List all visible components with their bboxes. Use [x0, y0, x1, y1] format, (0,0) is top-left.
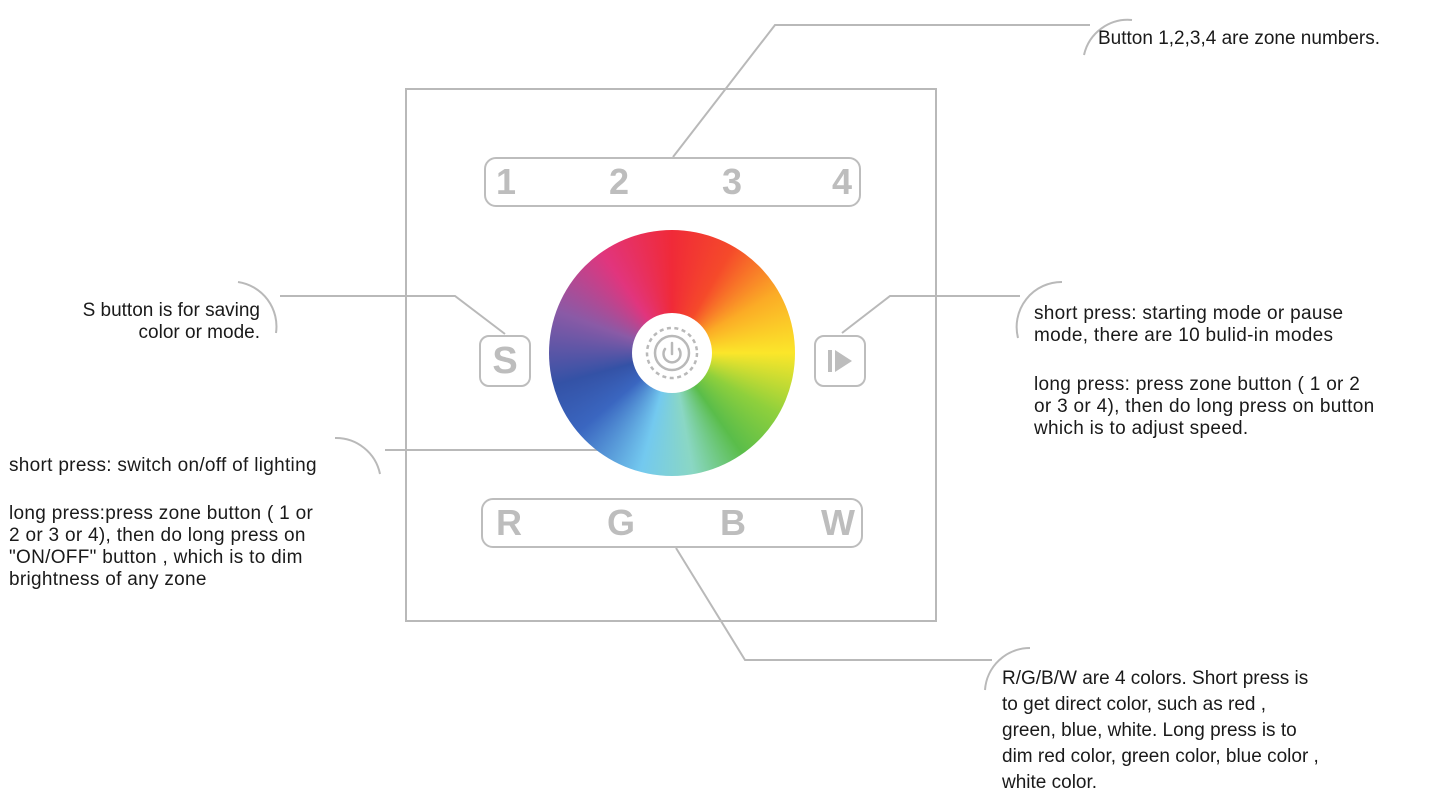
- color-button-g[interactable]: G: [606, 502, 635, 543]
- mode-short-annotation: short press: starting mode or pause mode…: [1034, 303, 1344, 346]
- zone-button-2[interactable]: 2: [608, 161, 630, 202]
- save-button-label: S: [492, 340, 518, 382]
- zones-callout-arc: [1083, 18, 1133, 56]
- color-button-row: R G B W: [481, 498, 863, 548]
- zone-button-row: 1 2 3 4: [484, 157, 861, 207]
- power-dial-icon: [645, 326, 699, 380]
- color-button-r[interactable]: R: [496, 502, 522, 543]
- wall-panel: [405, 88, 937, 622]
- zone-button-4[interactable]: 4: [831, 161, 853, 202]
- power-callout-arc: [334, 436, 381, 475]
- save-button[interactable]: S: [479, 335, 531, 387]
- save-callout-arc: [237, 281, 278, 334]
- zones-annotation: Button 1,2,3,4 are zone numbers.: [1098, 28, 1381, 49]
- mode-callout-line: [841, 295, 1020, 334]
- mode-callout-arc: [1015, 280, 1063, 339]
- power-button[interactable]: [632, 313, 712, 393]
- colors-annotation: R/G/B/W are 4 colors. Short press is to …: [1002, 668, 1319, 793]
- zones-callout-line: [672, 24, 1090, 158]
- power-long-annotation: long press:press zone button ( 1 or 2 or…: [9, 503, 314, 590]
- save-callout-line: [280, 295, 506, 335]
- play-pause-icon: [828, 350, 852, 372]
- power-short-annotation: short press: switch on/off of lighting: [9, 455, 317, 476]
- colors-callout-arc: [984, 646, 1031, 691]
- color-button-b[interactable]: B: [720, 502, 746, 543]
- zone-button-3[interactable]: 3: [721, 161, 743, 202]
- zone-button-1[interactable]: 1: [495, 161, 517, 202]
- mode-long-annotation: long press: press zone button ( 1 or 2 o…: [1034, 374, 1375, 439]
- mode-button[interactable]: [814, 335, 866, 387]
- color-button-w[interactable]: W: [821, 502, 855, 543]
- save-annotation: S button is for saving color or mode.: [82, 300, 260, 343]
- colors-callout-line: [675, 547, 992, 661]
